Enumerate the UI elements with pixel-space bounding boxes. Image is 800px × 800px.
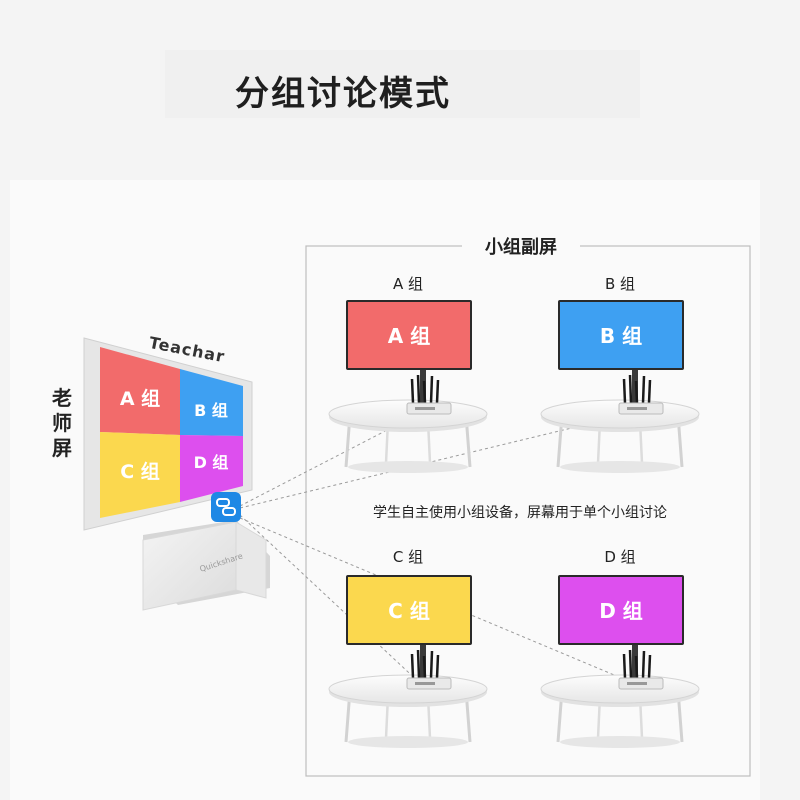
wifi-router-icon: [406, 649, 452, 690]
table-shadow: [348, 736, 468, 748]
teacher-tile-d: [180, 435, 243, 502]
group-caption-d: D 组: [604, 548, 635, 566]
group-monitor-screen-b: [560, 302, 682, 368]
group-panel-title-bg: [462, 234, 580, 260]
teacher-tile-b-label: B 组: [194, 401, 228, 420]
teacher-tile-b: [180, 369, 243, 436]
group-caption-a: A 组: [393, 275, 423, 293]
wifi-router-icon: [618, 649, 664, 690]
wifi-router-icon: [406, 374, 452, 415]
teacher-tile-c-label: C 组: [120, 460, 160, 483]
group-unit-d: D 组 D 组: [540, 548, 700, 748]
group-unit-c: C 组 C 组: [328, 548, 488, 748]
group-monitor-screen-a: [348, 302, 470, 368]
table-shadow: [560, 461, 680, 473]
teacher-console-side: [235, 521, 267, 599]
teacher-tile-d-label: D 组: [194, 453, 229, 472]
table-shadow: [560, 736, 680, 748]
group-monitor-label-b: B 组: [600, 324, 642, 348]
teacher-side-label-1: 老: [52, 386, 72, 410]
teacher-side-label-2: 师: [52, 411, 72, 435]
teacher-console: Quickshare: [142, 520, 270, 611]
group-monitor-screen-c: [348, 577, 470, 643]
group-unit-b: B 组 B 组: [540, 275, 700, 473]
title-band: [165, 50, 640, 118]
page-title: 分组讨论模式: [235, 74, 451, 114]
group-units: A 组 A 组 B 组 B 组 C 组 C 组 D 组 D 组: [328, 275, 700, 748]
group-monitor-label-a: A 组: [388, 324, 430, 348]
teacher-side-label-3: 屏: [52, 436, 72, 460]
table-shadow: [348, 461, 468, 473]
connection-line-b: [239, 411, 639, 509]
wifi-router-icon: [618, 374, 664, 415]
group-monitor-label-c: C 组: [388, 599, 430, 623]
group-caption-b: B 组: [605, 275, 635, 293]
group-panel-title: 小组副屏: [485, 236, 557, 258]
group-unit-a: A 组 A 组: [328, 275, 488, 473]
teacher-screen: A 组 B 组 C 组 D 组 Teachar: [83, 333, 253, 531]
group-monitor-screen-d: [560, 577, 682, 643]
group-caption-c: C 组: [393, 548, 423, 566]
teacher-tile-c: [100, 432, 180, 518]
teacher-tile-a: [100, 347, 180, 435]
teacher-tile-a-label: A 组: [120, 387, 160, 410]
group-monitor-label-d: D 组: [599, 599, 643, 623]
group-panel-description: 学生自主使用小组设备，屏幕用于单个小组讨论: [373, 504, 667, 521]
share-link-icon[interactable]: [211, 492, 241, 522]
